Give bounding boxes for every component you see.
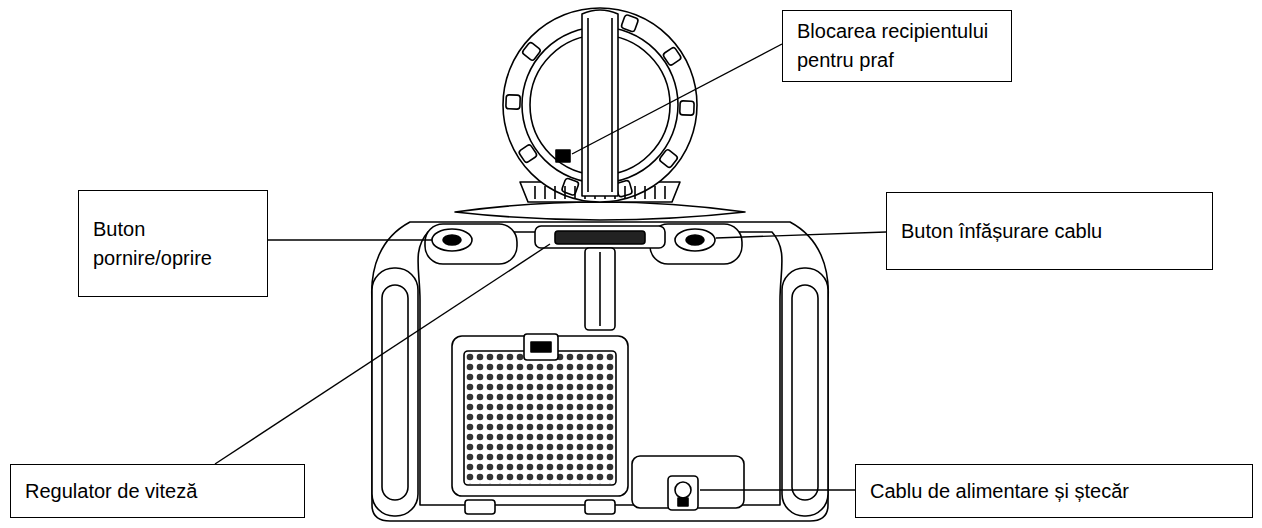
drawing-part [556, 150, 570, 162]
callout-box: Blocarea recipientului pentru praf [782, 10, 1012, 82]
drawing-part [535, 226, 665, 248]
drawing-part [555, 231, 645, 244]
drawing-part [554, 186, 556, 199]
drawing-part [599, 252, 601, 326]
vacuum-body [372, 8, 828, 521]
drawing-part [443, 235, 461, 245]
callout-label: Buton pornire/oprire [93, 215, 253, 273]
drawing-part [518, 144, 537, 163]
drawing-part [432, 229, 472, 251]
drawing-part [680, 101, 694, 115]
callout-box: Regulator de viteză [10, 464, 305, 518]
drawing-part [654, 186, 656, 199]
drawing-part [524, 334, 558, 360]
drawing-part [644, 186, 646, 199]
drawing-part [675, 229, 715, 251]
callout-label: Buton înfășurare cablu [901, 217, 1102, 246]
drawing-part [664, 186, 666, 199]
callout-label: Cablu de alimentare și ștecăr [870, 477, 1129, 506]
drawing-part [372, 268, 418, 516]
drawing-part [465, 500, 495, 514]
callout-label: Regulator de viteză [25, 477, 197, 506]
drawing-part [686, 235, 704, 245]
callout-box: Buton pornire/oprire [78, 190, 268, 297]
drawing-part [382, 285, 408, 500]
drawing-part [678, 498, 688, 506]
drawing-part [561, 178, 579, 196]
drawing-part [587, 18, 589, 192]
drawing-part [534, 186, 536, 199]
drawing-part [522, 42, 542, 62]
callout-label: Blocarea recipientului pentru praf [797, 17, 997, 75]
drawing-part [582, 10, 618, 196]
drawing-part [574, 186, 576, 199]
drawing-part [662, 47, 681, 66]
drawing-part [506, 95, 520, 109]
drawing-part [572, 44, 782, 154]
drawing-part [372, 222, 828, 521]
drawing-part [268, 239, 432, 240]
drawing-part [659, 149, 679, 169]
drawing-part [621, 14, 639, 32]
drawing-part [700, 489, 855, 490]
drawing-part [455, 202, 745, 220]
drawing-part [585, 500, 615, 514]
drawing-part [544, 186, 546, 199]
drawing-part [792, 285, 818, 500]
drawing-part [425, 224, 517, 264]
callout-box: Cablu de alimentare și ștecăr [855, 464, 1253, 518]
drawing-part [675, 482, 691, 498]
drawing-part [585, 248, 615, 330]
drawing-part [503, 8, 697, 202]
callout-box: Buton înfășurare cablu [886, 192, 1213, 270]
drawing-part [564, 186, 566, 199]
drawing-part [634, 186, 636, 199]
drawing-part [611, 18, 613, 192]
drawing-part [465, 352, 615, 484]
drawing-part [464, 351, 616, 485]
drawing-part [531, 342, 551, 352]
drawing-part [782, 268, 828, 516]
drawing-part [624, 186, 626, 199]
drawing-part [716, 232, 886, 238]
drawing-part [668, 476, 698, 510]
leader-lines [215, 44, 886, 490]
